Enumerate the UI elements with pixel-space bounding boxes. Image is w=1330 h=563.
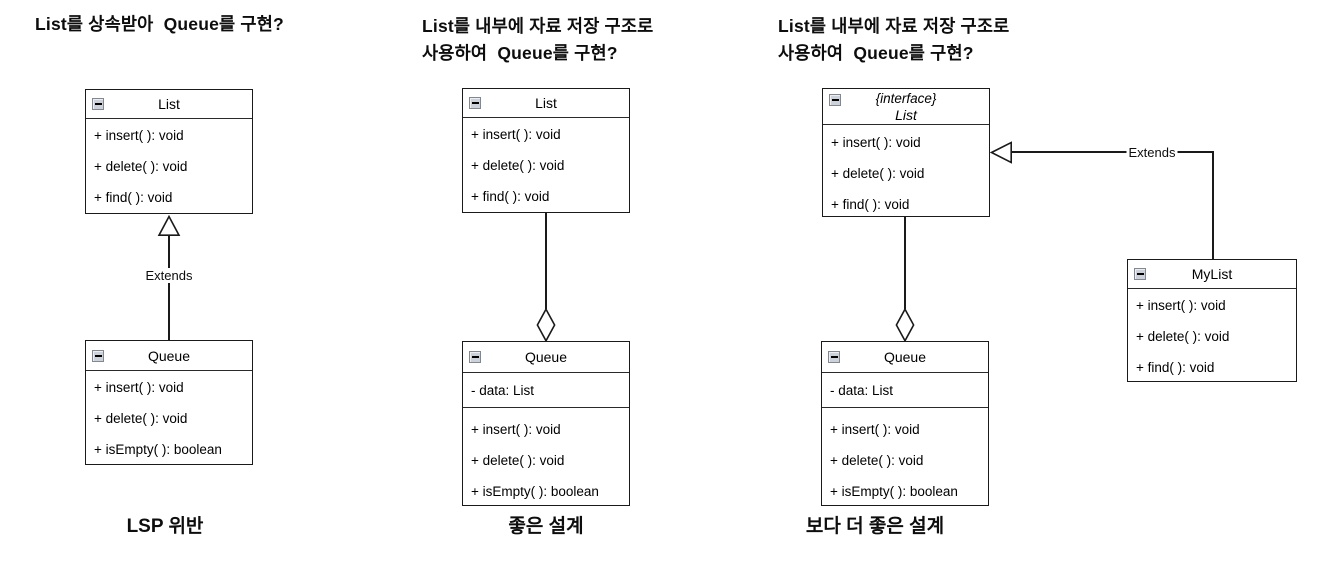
diagram2-class-list: List + insert( ): void + delete( ): void…	[462, 88, 630, 213]
class-header: Queue	[463, 342, 629, 373]
collapse-icon[interactable]	[92, 98, 104, 110]
method-row: + insert( ): void	[830, 422, 920, 437]
generalization-triangle-icon	[157, 215, 181, 237]
method-row: + delete( ): void	[94, 159, 188, 174]
diagram3-title: List를 내부에 자료 저장 구조로 사용하여 Queue를 구현?	[778, 16, 1010, 63]
method-row: + isEmpty( ): boolean	[830, 484, 958, 499]
aggregation-diamond-icon	[536, 308, 556, 342]
attributes-section: - data: List	[463, 373, 629, 408]
method-row: + find( ): void	[831, 197, 910, 212]
class-name: Queue	[524, 349, 568, 365]
methods-section: + insert( ): void + delete( ): void + is…	[86, 371, 252, 464]
minus-glyph	[471, 102, 479, 104]
method-row: + delete( ): void	[830, 453, 924, 468]
diagram3-caption: 보다 더 좋은 설계	[805, 516, 945, 537]
methods-section: + insert( ): void + delete( ): void + fi…	[463, 118, 629, 212]
aggregation-line	[545, 213, 547, 309]
method-row: + delete( ): void	[471, 453, 565, 468]
class-header: Queue	[86, 341, 252, 371]
collapse-icon[interactable]	[1134, 268, 1146, 280]
class-header: List	[463, 89, 629, 118]
minus-glyph	[471, 356, 479, 358]
minus-glyph	[831, 99, 839, 101]
method-row: + delete( ): void	[471, 158, 565, 173]
class-header: {interface} List	[823, 89, 989, 125]
attribute-row: - data: List	[830, 382, 894, 398]
diagram2-title: List를 내부에 자료 저장 구조로 사용하여 Queue를 구현?	[422, 16, 654, 63]
class-header: Queue	[822, 342, 988, 373]
generalization-line	[168, 236, 170, 340]
minus-glyph	[830, 356, 838, 358]
class-name: List	[895, 106, 917, 123]
diagram1-caption: LSP 위반	[126, 516, 204, 537]
method-row: + insert( ): void	[831, 135, 921, 150]
diagram3-class-queue: Queue - data: List + insert( ): void + d…	[821, 341, 989, 506]
diagram2-caption: 좋은 설계	[508, 516, 584, 537]
method-row: + isEmpty( ): boolean	[94, 442, 222, 457]
diagram1-class-list: List + insert( ): void + delete( ): void…	[85, 89, 253, 214]
method-row: + delete( ): void	[1136, 329, 1230, 344]
collapse-icon[interactable]	[828, 351, 840, 363]
extends-label: Extends	[1126, 145, 1178, 160]
method-row: + insert( ): void	[471, 422, 561, 437]
method-row: + isEmpty( ): boolean	[471, 484, 599, 499]
class-name: MyList	[1191, 266, 1233, 282]
methods-section: + insert( ): void + delete( ): void + fi…	[86, 119, 252, 213]
method-row: + find( ): void	[471, 189, 550, 204]
methods-section: + insert( ): void + delete( ): void + fi…	[823, 125, 989, 216]
minus-glyph	[94, 103, 102, 105]
diagram2-class-queue: Queue - data: List + insert( ): void + d…	[462, 341, 630, 506]
diagram1-class-queue: Queue + insert( ): void + delete( ): voi…	[85, 340, 253, 465]
method-row: + insert( ): void	[94, 128, 184, 143]
minus-glyph	[94, 354, 102, 357]
class-header: MyList	[1128, 260, 1296, 289]
method-row: + delete( ): void	[94, 411, 188, 426]
class-name: List	[535, 95, 557, 111]
extends-label: Extends	[143, 268, 195, 283]
method-row: + insert( ): void	[1136, 298, 1226, 313]
class-stereotype: {interface}	[875, 90, 937, 106]
method-row: + insert( ): void	[471, 127, 561, 142]
method-row: + delete( ): void	[831, 166, 925, 181]
generalization-line-horizontal	[1012, 151, 1214, 153]
collapse-icon[interactable]	[469, 351, 481, 363]
methods-section: + insert( ): void + delete( ): void + fi…	[1128, 289, 1296, 381]
methods-section: + insert( ): void + delete( ): void + is…	[463, 408, 629, 505]
diagram3-interface-list: {interface} List + insert( ): void + del…	[822, 88, 990, 217]
methods-section: + insert( ): void + delete( ): void + is…	[822, 408, 988, 505]
collapse-icon[interactable]	[469, 97, 481, 109]
class-header: List	[86, 90, 252, 119]
class-name: Queue	[147, 347, 191, 364]
diagram3-class-mylist: MyList + insert( ): void + delete( ): vo…	[1127, 259, 1297, 382]
generalization-line-vertical	[1212, 151, 1214, 259]
collapse-icon[interactable]	[92, 349, 104, 362]
diagram1-title: List를 상속받아 Queue를 구현?	[35, 14, 284, 34]
attribute-row: - data: List	[471, 382, 535, 398]
method-row: + find( ): void	[1136, 360, 1215, 375]
minus-glyph	[1136, 273, 1144, 275]
aggregation-line	[904, 217, 906, 309]
attributes-section: - data: List	[822, 373, 988, 408]
method-row: + find( ): void	[94, 190, 173, 205]
class-name: List	[158, 96, 180, 112]
method-row: + insert( ): void	[94, 380, 184, 395]
generalization-triangle-icon	[990, 141, 1013, 164]
class-name: Queue	[883, 349, 927, 365]
aggregation-diamond-icon	[895, 308, 915, 342]
collapse-icon[interactable]	[829, 94, 841, 106]
